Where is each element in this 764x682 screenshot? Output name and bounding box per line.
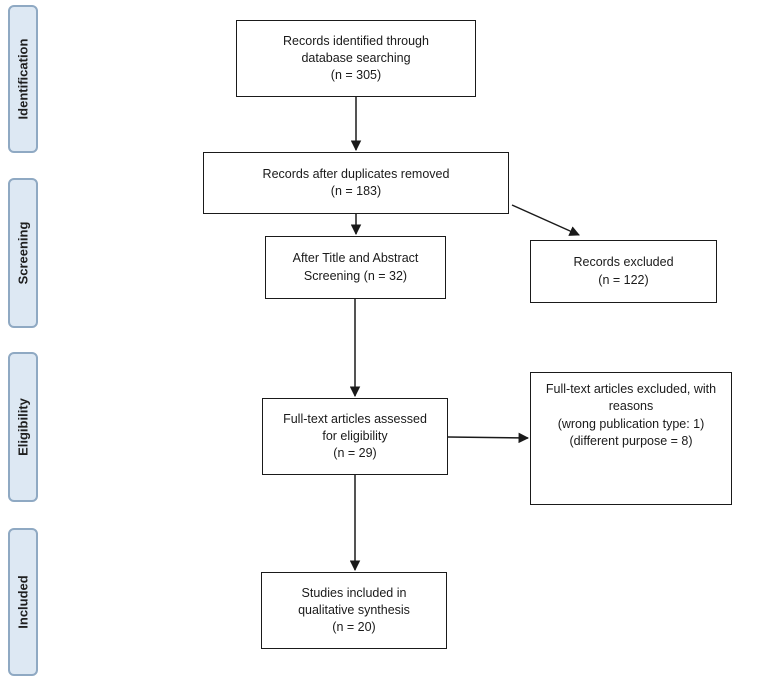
box-records-identified-count: (n = 305)	[330, 68, 382, 83]
box-title-abstract-line1: After Title and Abstract	[292, 251, 419, 266]
stage-eligibility: Eligibility	[8, 352, 38, 502]
box-records-excluded-count: (n = 122)	[598, 272, 649, 287]
box-full-text-excluded-line4: (different purpose = 8)	[569, 433, 693, 448]
box-studies-included-line1: Studies included in	[301, 585, 407, 600]
box-full-text-assessed-line1: Full-text articles assessed	[283, 411, 427, 426]
box-full-text-excluded-line3: (wrong publication type: 1)	[557, 416, 705, 431]
stage-identification: Identification	[8, 5, 38, 153]
box-records-identified-line1: Records identified through	[283, 33, 429, 48]
box-full-text-excluded-line2: reasons	[608, 399, 654, 414]
box-studies-included-line2: qualitative synthesis	[298, 602, 410, 617]
box-full-text-excluded-line1: Full-text articles excluded, with	[545, 382, 717, 396]
box-full-text-assessed-count: (n = 29)	[333, 446, 377, 461]
box-studies-included-count: (n = 20)	[332, 620, 376, 635]
box-after-duplicates-line1: Records after duplicates removed	[262, 166, 450, 181]
arrow-duplicates-to-excluded	[511, 204, 580, 236]
stage-eligibility-label: Eligibility	[15, 398, 31, 456]
box-title-abstract: After Title and Abstract Screening (n = …	[265, 236, 446, 299]
arrow-full-text-to-excluded	[447, 432, 530, 444]
box-records-excluded: Records excluded (n = 122)	[530, 240, 717, 303]
box-full-text-excluded: Full-text articles excluded, with reason…	[530, 372, 732, 505]
box-records-excluded-line1: Records excluded	[573, 255, 674, 270]
stage-included: Included	[8, 528, 38, 676]
box-full-text-assessed: Full-text articles assessed for eligibil…	[262, 398, 448, 475]
box-full-text-assessed-line2: for eligibility	[322, 428, 388, 443]
box-title-abstract-line2: Screening (n = 32)	[303, 268, 408, 283]
stage-screening-label: Screening	[15, 221, 31, 285]
box-studies-included: Studies included in qualitative synthesi…	[261, 572, 447, 649]
stage-included-label: Included	[15, 575, 31, 629]
box-after-duplicates: Records after duplicates removed (n = 18…	[203, 152, 509, 214]
stage-identification-label: Identification	[15, 38, 31, 120]
stage-screening: Screening	[8, 178, 38, 328]
box-records-identified: Records identified through database sear…	[236, 20, 476, 97]
box-records-identified-line2: database searching	[301, 50, 411, 65]
box-after-duplicates-count: (n = 183)	[330, 184, 382, 198]
